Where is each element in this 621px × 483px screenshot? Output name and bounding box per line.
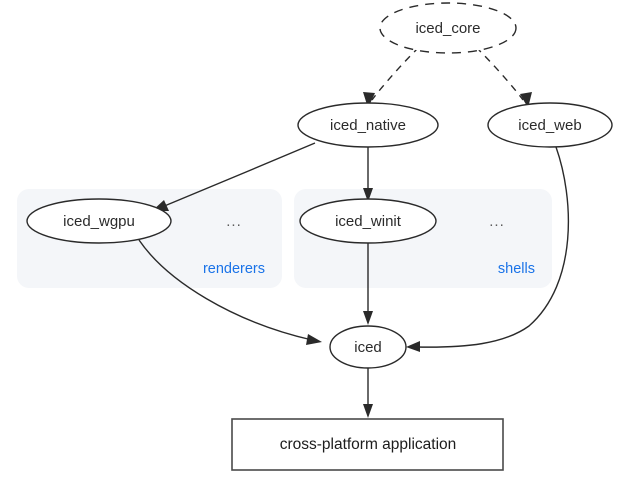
edge-iced-to-application: [363, 368, 373, 418]
cluster-renderers-ellipsis: ...: [226, 213, 242, 230]
cluster-shells-label: shells: [498, 261, 535, 277]
node-iced-native-label: iced_native: [330, 117, 406, 134]
node-iced-winit-label: iced_winit: [335, 213, 402, 230]
edge-iced-winit-to-iced-arrowhead: [363, 311, 373, 325]
edge-iced-wgpu-to-iced-line: [138, 239, 313, 341]
edge-iced-web-to-iced-arrowhead: [406, 341, 420, 352]
edge-iced-core-to-iced-native: [363, 46, 420, 108]
node-iced-web-label: iced_web: [518, 117, 581, 134]
edge-iced-to-application-arrowhead: [363, 404, 373, 418]
edge-iced-core-to-iced-native-line: [371, 46, 420, 101]
edge-iced-core-to-iced-native-arrowhead: [363, 92, 375, 108]
node-application-label: cross-platform application: [280, 436, 457, 453]
node-iced-native-shape[interactable]: [297, 102, 439, 148]
edge-iced-core-to-iced-web: [475, 46, 532, 108]
edge-iced-wgpu-to-iced-arrowhead: [306, 334, 322, 345]
node-iced-wgpu-shape[interactable]: [26, 198, 172, 244]
node-iced-web[interactable]: iced_web: [487, 102, 613, 148]
node-iced-wgpu[interactable]: iced_wgpu: [26, 198, 172, 244]
edge-iced-native-to-iced-winit: [363, 147, 373, 202]
edge-iced-wgpu-to-iced: [138, 239, 322, 345]
edge-iced-web-to-iced: [406, 146, 570, 352]
edge-iced-native-to-iced-wgpu-line: [161, 142, 316, 208]
node-iced-web-shape[interactable]: [487, 102, 613, 148]
node-iced[interactable]: iced: [329, 325, 407, 369]
node-iced-label: iced: [354, 339, 382, 356]
edge-iced-core-to-iced-web-line: [475, 46, 524, 101]
edge-iced-winit-to-iced: [363, 243, 373, 325]
node-application[interactable]: cross-platform application: [231, 418, 504, 471]
cluster-shells-ellipsis: ...: [489, 213, 505, 230]
edge-iced-web-to-iced-line: [415, 146, 570, 348]
node-iced-winit[interactable]: iced_winit: [299, 198, 437, 244]
node-iced-winit-shape[interactable]: [299, 198, 437, 244]
edge-iced-native-to-iced-winit-arrowhead: [363, 188, 373, 202]
node-iced-native[interactable]: iced_native: [297, 102, 439, 148]
node-application-shape[interactable]: [231, 418, 504, 471]
node-iced-wgpu-label: iced_wgpu: [63, 213, 135, 230]
node-iced-shape[interactable]: [329, 325, 407, 369]
node-iced-core-label: iced_core: [415, 20, 480, 37]
node-iced-core-shape[interactable]: [379, 2, 517, 54]
node-iced-core[interactable]: iced_core: [379, 2, 517, 54]
cluster-renderers-label: renderers: [203, 261, 265, 277]
